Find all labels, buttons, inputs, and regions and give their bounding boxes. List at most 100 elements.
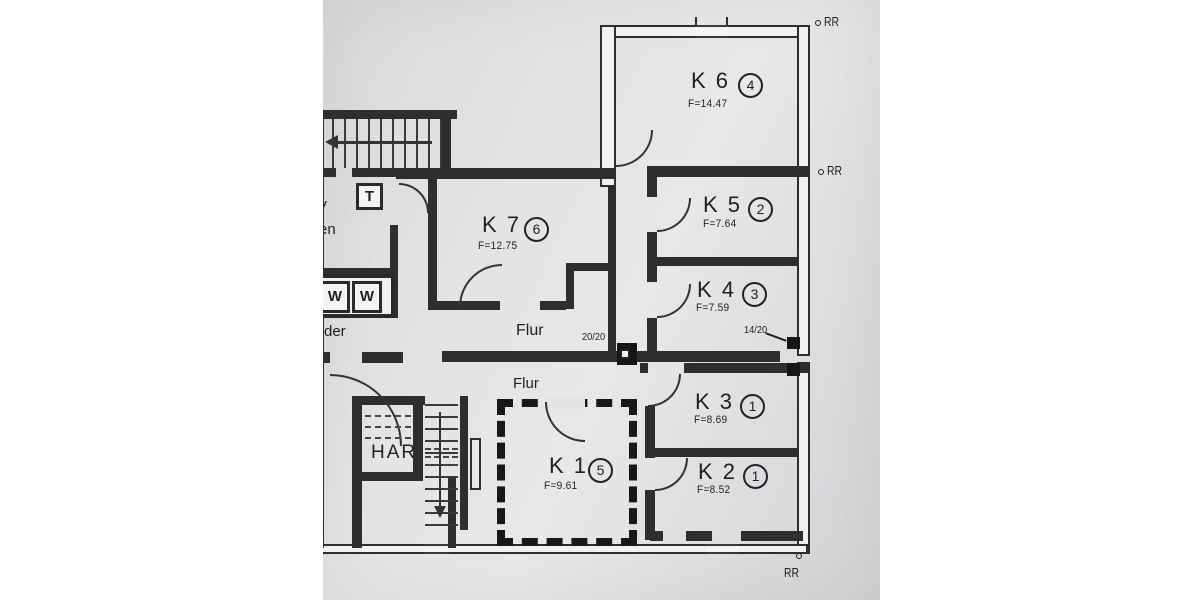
wall — [640, 363, 648, 373]
wall — [647, 232, 657, 282]
staircase-top — [332, 119, 442, 168]
wall — [442, 351, 617, 362]
wall — [323, 112, 324, 548]
floorplan-photo: W W T K 6 4 F=14.47 K 5 2 F=7.64 K 4 3 F… — [323, 0, 880, 600]
wall — [390, 225, 398, 275]
room-label-k2: K 2 — [698, 459, 738, 484]
door-arc — [648, 374, 681, 407]
wall — [600, 25, 616, 187]
rr-marker-dot — [796, 553, 802, 559]
door-frame — [787, 337, 800, 349]
room-area-k4: F=7.59 — [696, 302, 730, 314]
door-arc — [655, 458, 688, 491]
corridor-label-upper: Flur — [516, 322, 544, 339]
wall — [442, 110, 451, 177]
room-number-badge-k4: 3 — [742, 282, 767, 307]
har-dashed-line — [365, 437, 411, 439]
edge-text-fragment: V — [323, 199, 327, 214]
stair-arrow-line — [439, 412, 441, 508]
door-frame-inner — [620, 349, 630, 359]
rr-marker-label: RR — [784, 565, 800, 580]
washer-label: W — [327, 288, 343, 305]
rr-marker-label: RR — [827, 163, 843, 178]
washer-label: W — [359, 288, 375, 305]
door-arc — [616, 130, 653, 167]
wall — [358, 472, 423, 481]
edge-text-fragment: en — [323, 221, 336, 238]
wall — [362, 352, 403, 363]
room-label-k5: K 5 — [703, 192, 743, 217]
washer-box: W — [352, 281, 382, 313]
wall — [797, 362, 810, 554]
room-label-k7: K 7 — [482, 212, 522, 237]
wall — [413, 396, 423, 480]
wall — [647, 177, 657, 197]
stair-dashed-line — [425, 464, 458, 466]
wall — [645, 406, 655, 458]
wall — [323, 268, 398, 276]
wall — [396, 168, 616, 179]
wall — [797, 25, 810, 356]
door-arc — [330, 374, 402, 446]
corridor-label-lower: Flur — [513, 375, 539, 392]
room-number-badge-k7: 6 — [524, 217, 549, 242]
wall — [352, 396, 425, 405]
stair-door-leaf — [470, 438, 481, 490]
wall — [323, 168, 336, 177]
stair-dashed-line — [425, 456, 458, 458]
door-arc — [459, 264, 502, 307]
dryer-box: T — [356, 183, 383, 210]
room-number-badge-k6: 4 — [738, 73, 763, 98]
wall — [684, 363, 808, 373]
leader-line — [765, 332, 787, 342]
room-number-badge-k3: 1 — [740, 394, 765, 419]
window — [424, 544, 450, 554]
wall — [741, 531, 803, 541]
dryer-label: T — [364, 188, 375, 205]
stair-arrow-head — [325, 135, 338, 149]
room-area-k5: F=7.64 — [703, 218, 737, 230]
room-area-k2: F=8.52 — [697, 484, 731, 496]
stair-dashed-line — [425, 448, 458, 450]
wall — [634, 351, 780, 362]
room-label-k6: K 6 — [691, 68, 731, 93]
wall — [647, 318, 657, 353]
room-area-k7: F=12.75 — [478, 240, 518, 252]
wall — [323, 110, 457, 119]
door-dimension-label: 20/20 — [582, 331, 606, 343]
door-dimension-label: 14/20 — [744, 324, 768, 336]
room-label-k4: K 4 — [697, 277, 737, 302]
wall — [647, 166, 808, 177]
room-area-k3: F=8.69 — [694, 414, 728, 426]
window — [706, 544, 739, 554]
wall — [352, 396, 362, 548]
door-arc — [657, 284, 691, 318]
wall — [566, 263, 574, 309]
room-area-k6: F=14.47 — [688, 98, 728, 110]
window-tick — [695, 17, 697, 25]
wall — [650, 531, 663, 541]
room-area-k1: F=9.61 — [544, 480, 578, 492]
room-number-badge-k2: 1 — [743, 464, 768, 489]
stair-arrow-head — [434, 506, 446, 518]
wall — [686, 531, 712, 541]
washer-box: W — [323, 281, 350, 313]
window — [695, 25, 728, 38]
wall — [460, 396, 468, 530]
wall — [645, 490, 655, 540]
har-dashed-line — [365, 426, 411, 428]
room-number-badge-k5: 2 — [748, 197, 773, 222]
wall — [608, 187, 616, 352]
wall — [540, 301, 566, 310]
edge-text-fragment: der — [324, 323, 346, 340]
door-frame — [787, 363, 800, 376]
room-number-badge-k1: 5 — [588, 458, 613, 483]
rr-marker-dot — [815, 20, 821, 26]
window-tick — [726, 17, 728, 25]
stair-arrow-line — [332, 141, 432, 144]
har-dashed-line — [365, 415, 411, 417]
rr-marker-dot — [818, 169, 824, 175]
door-arc — [399, 183, 429, 213]
room-label-k3: K 3 — [695, 389, 735, 414]
room-label-har: HAR — [371, 442, 418, 463]
